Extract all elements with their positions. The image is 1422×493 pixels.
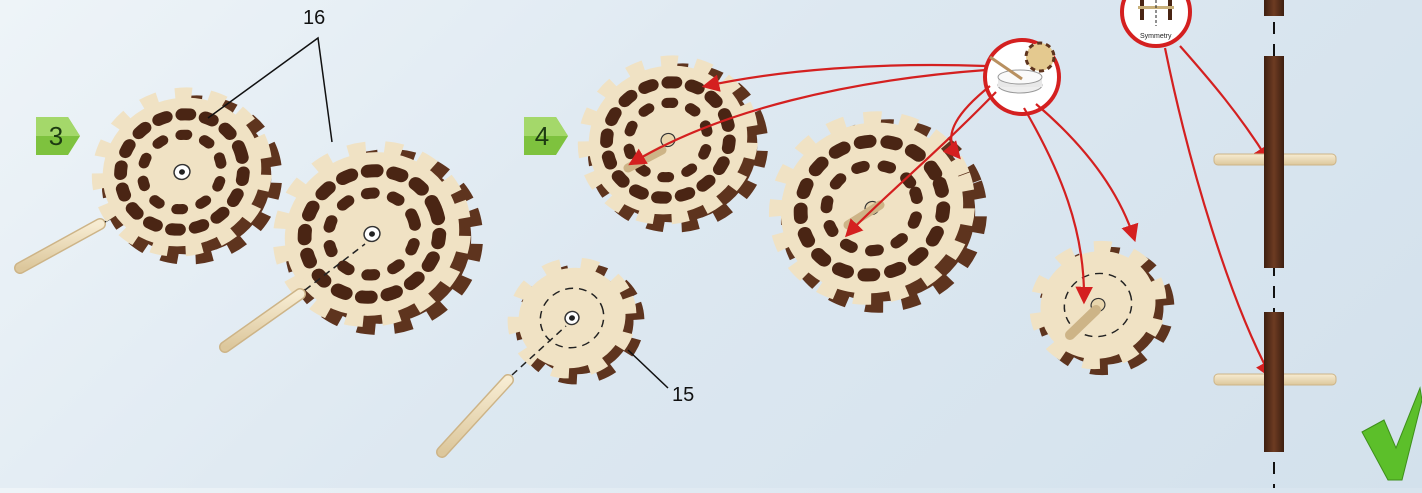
step4-label: 4	[522, 116, 572, 156]
step4-assembly	[442, 40, 1179, 452]
gear-16-center	[757, 97, 1000, 327]
gear-16-top	[568, 43, 779, 244]
glue-bowl-icon	[985, 40, 1059, 114]
step3-label: 3	[36, 116, 86, 156]
part-16-label: 16	[303, 7, 325, 30]
symmetry-panel	[1122, 0, 1422, 488]
checkmark-icon	[1362, 388, 1422, 480]
symmetry-arrows	[1165, 46, 1270, 375]
step3-assembly	[20, 38, 494, 348]
callout-line-15	[628, 350, 668, 388]
gear-15-assembled	[1025, 235, 1179, 381]
step3-number: 3	[36, 116, 76, 156]
gear-16-right	[262, 128, 495, 348]
gear-16-left	[82, 75, 293, 276]
part-15-label: 15	[672, 384, 694, 407]
symmetry-label: Symmetry	[1140, 33, 1172, 40]
step4-number: 4	[522, 116, 562, 156]
gear-15	[504, 253, 647, 389]
